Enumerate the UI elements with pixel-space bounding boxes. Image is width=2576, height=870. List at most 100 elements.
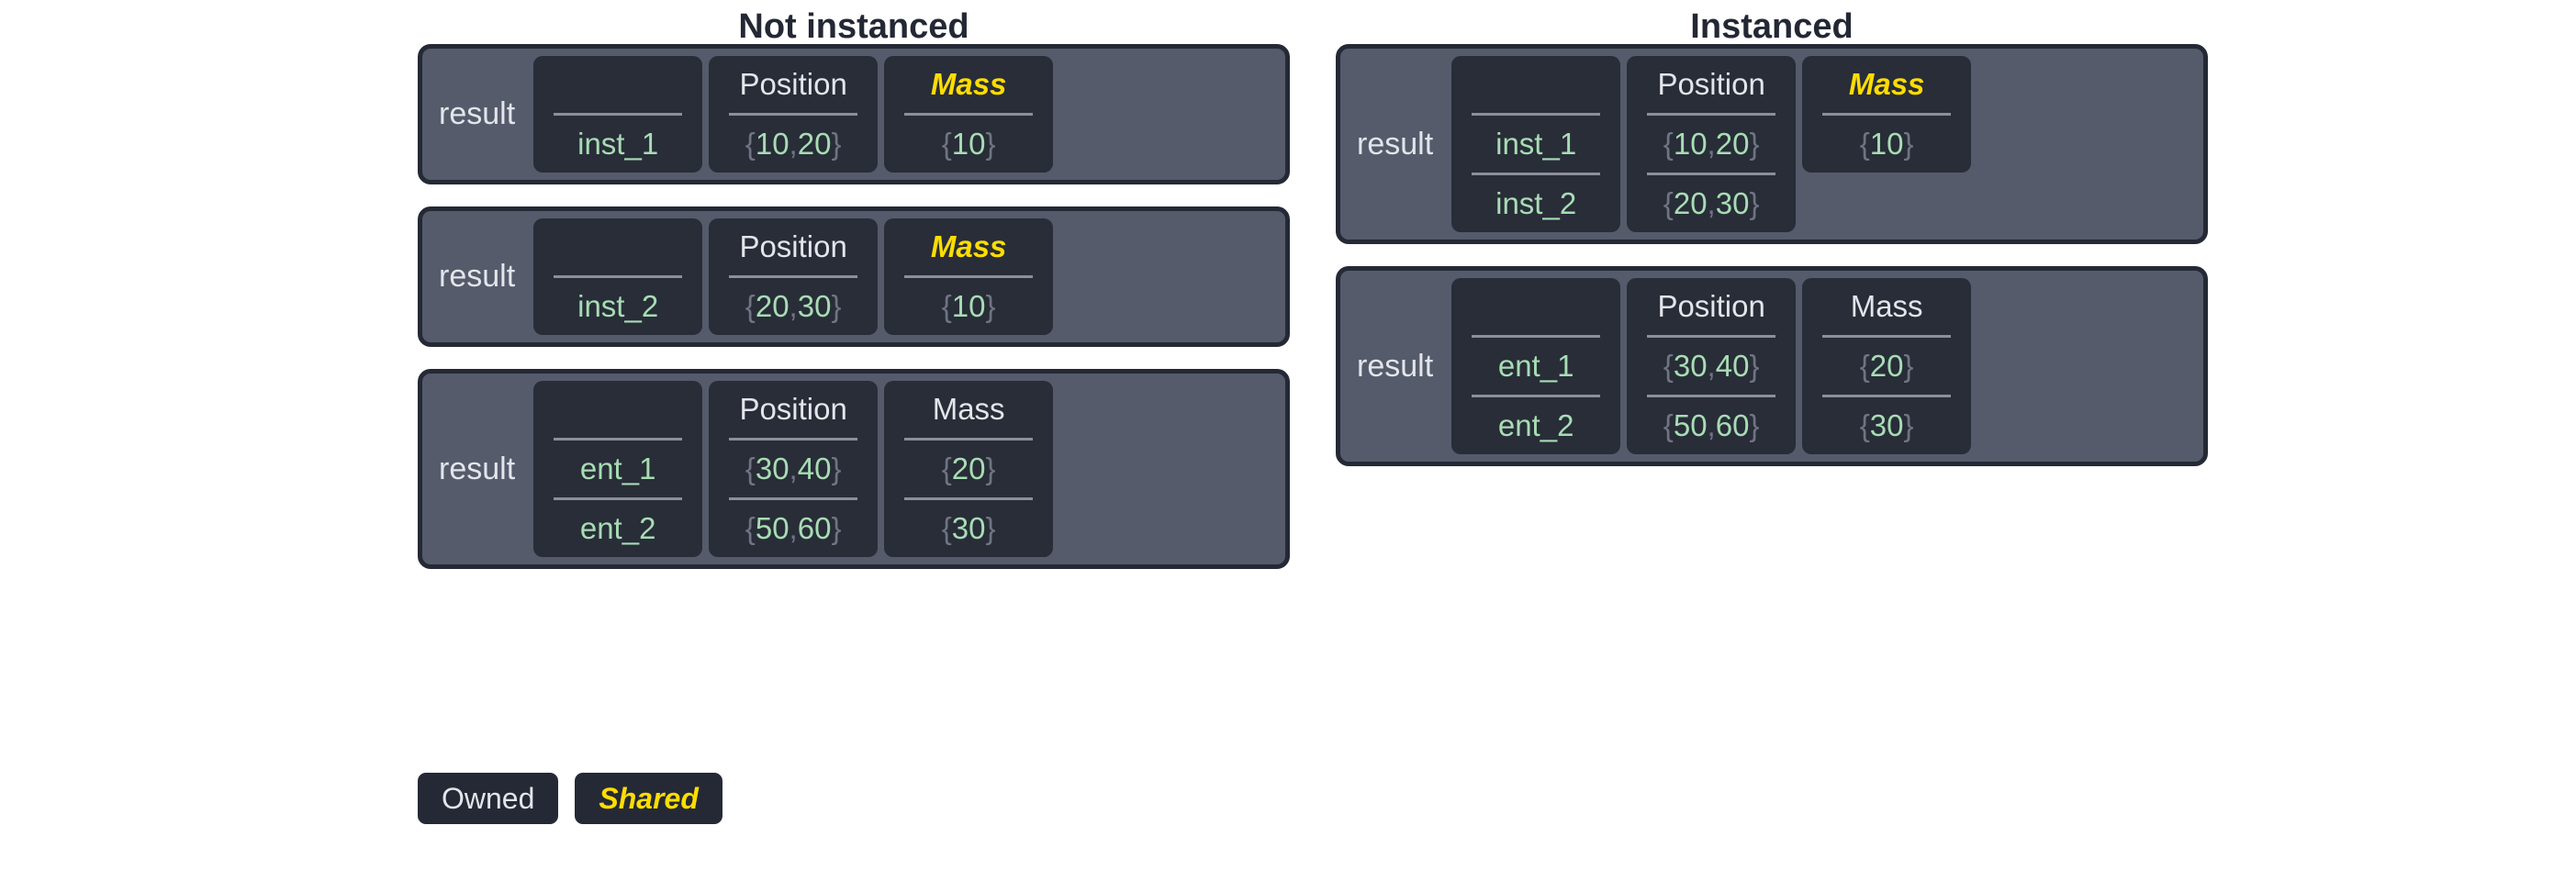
divider-rule	[1647, 113, 1776, 116]
component-header	[1451, 56, 1620, 113]
divider-rule	[1822, 395, 1952, 397]
legend: Owned Shared	[418, 773, 722, 824]
divider-rule	[729, 497, 858, 500]
component-header: Position	[1657, 289, 1765, 323]
divider-rule	[729, 275, 858, 278]
component-header: Position	[1657, 67, 1765, 101]
result-label: result	[439, 96, 516, 131]
divider-rule	[904, 438, 1034, 441]
result-label: result	[439, 259, 516, 294]
result-label: result	[1357, 348, 1434, 384]
result-label: result	[1357, 126, 1434, 162]
divider-rule	[729, 113, 858, 116]
divider-rule	[1647, 173, 1776, 175]
component-header-shared: Mass	[930, 67, 1007, 101]
divider-rule	[554, 275, 683, 278]
divider-rule	[554, 438, 683, 441]
legend-chip-shared: Shared	[575, 773, 722, 824]
divider-rule	[554, 113, 683, 116]
component-header	[533, 381, 702, 438]
component-header	[533, 56, 702, 113]
component-header: Position	[739, 229, 847, 263]
component-header-shared: Mass	[930, 229, 1007, 263]
divider-rule	[1472, 395, 1601, 397]
column-title-not-instanced: Not instanced	[738, 7, 969, 46]
component-header: Mass	[1850, 289, 1923, 323]
divider-rule	[1647, 335, 1776, 338]
divider-rule	[1472, 113, 1601, 116]
column-title-instanced: Instanced	[1690, 7, 1854, 46]
divider-rule	[1647, 395, 1776, 397]
divider-rule	[1822, 113, 1952, 116]
divider-rule	[1822, 335, 1952, 338]
legend-chip-owned: Owned	[418, 773, 559, 824]
result-label: result	[439, 451, 516, 486]
component-header	[533, 218, 702, 275]
component-header: Mass	[932, 392, 1005, 426]
component-header-shared: Mass	[1848, 67, 1925, 101]
component-header: Position	[739, 392, 847, 426]
component-header: Position	[739, 67, 847, 101]
divider-rule	[1472, 335, 1601, 338]
divider-rule	[904, 275, 1034, 278]
divider-rule	[554, 497, 683, 500]
divider-rule	[904, 113, 1034, 116]
divider-rule	[904, 497, 1034, 500]
divider-rule	[729, 438, 858, 441]
divider-rule	[1472, 173, 1601, 175]
component-header	[1451, 278, 1620, 335]
